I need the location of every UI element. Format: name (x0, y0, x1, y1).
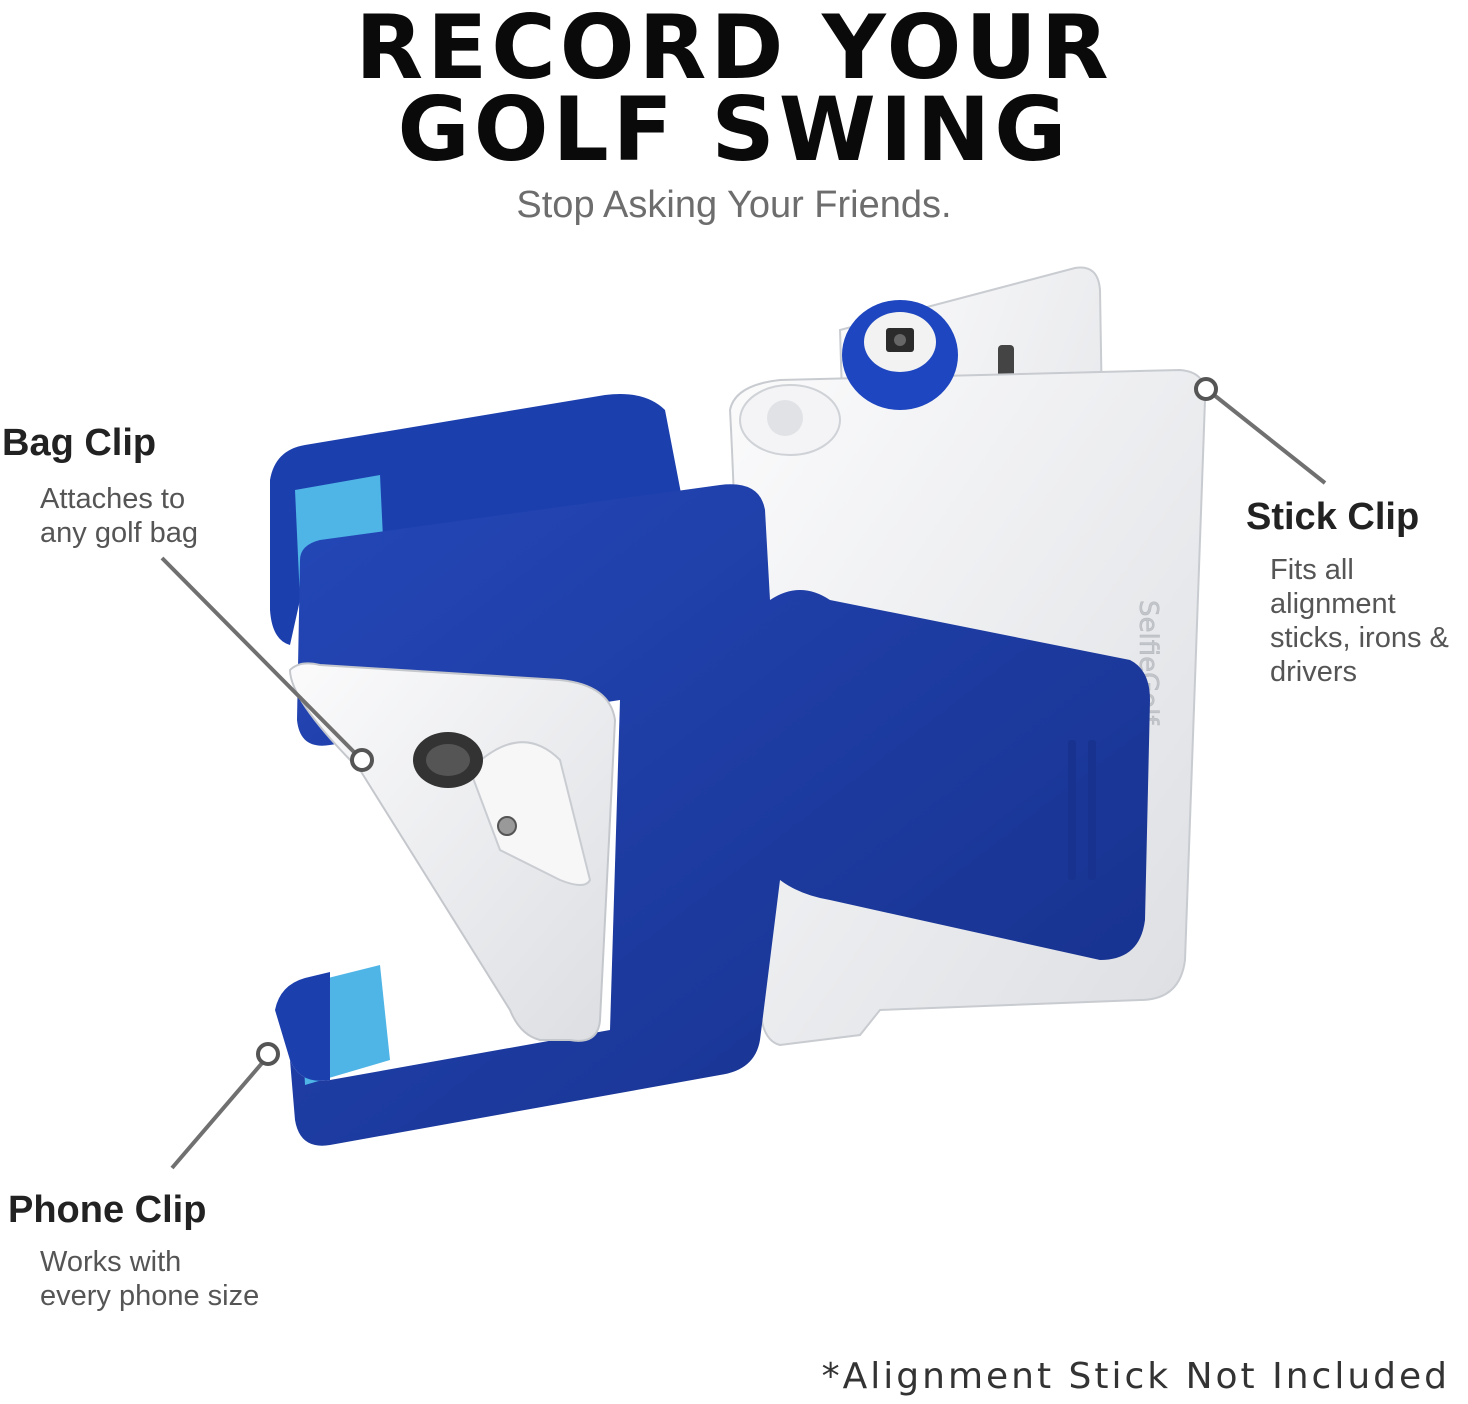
phone-clip-description: Works with every phone size (40, 1245, 259, 1313)
footnote: *Alignment Stick Not Included (821, 1356, 1450, 1397)
phone-clip-leader-dot (256, 1042, 280, 1066)
stick-clip-desc-line: Fits all (1270, 554, 1354, 586)
bag-clip-title: Bag Clip (2, 422, 157, 464)
headline-line-2: GOLF SWING (397, 78, 1071, 181)
leader-lines (160, 377, 1327, 1170)
stick-clip-desc-line: drivers (1270, 656, 1358, 688)
headline-line-1: RECORD YOUR (355, 0, 1113, 99)
phone-clip-title: Phone Clip (8, 1189, 207, 1231)
bag-clip-desc-line: Attaches to (40, 483, 186, 515)
phone-clip-body (270, 394, 1150, 1146)
bag-clip-desc-line: any golf bag (40, 517, 199, 549)
adjustment-knob (842, 300, 958, 410)
stick-clip-leader (1212, 393, 1327, 485)
stick-clip-desc-line: sticks, irons & (1270, 622, 1449, 654)
stick-clip-desc-line: alignment (1270, 588, 1396, 620)
bag-clip-leader-dot (350, 748, 374, 772)
stick-clip-description: Fits all alignment sticks, irons & drive… (1270, 553, 1449, 689)
phone-clip-desc-line: Works with (40, 1246, 182, 1278)
stick-clip-title: Stick Clip (1246, 496, 1420, 538)
bag-clip-leader (160, 556, 357, 755)
phone-clip-desc-line: every phone size (40, 1280, 260, 1312)
bag-clip-description: Attaches to any golf bag (40, 482, 198, 550)
subtitle: Stop Asking Your Friends. (516, 184, 952, 226)
phone-clip-leader (170, 1060, 265, 1170)
stick-clip-leader-dot (1194, 377, 1218, 401)
